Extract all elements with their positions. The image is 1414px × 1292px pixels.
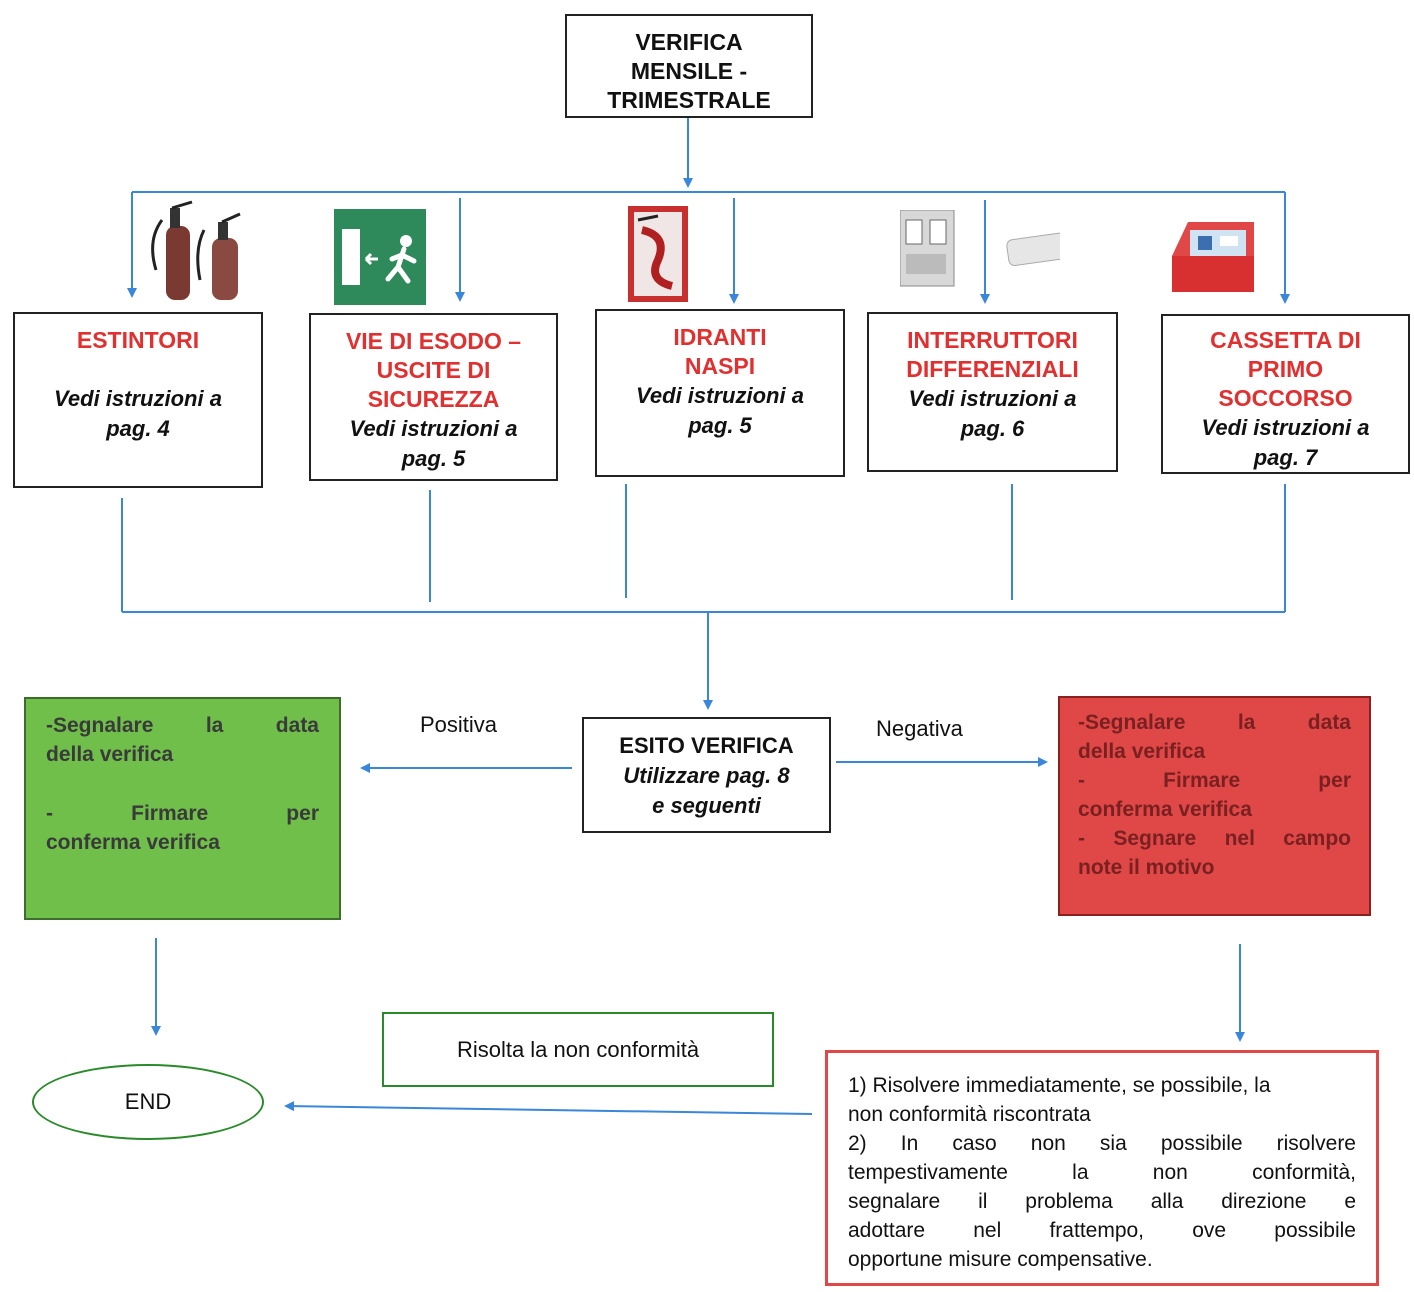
green-line-3: - Firmare per: [46, 802, 319, 825]
red-line-1: -Segnalare la data: [1078, 711, 1351, 734]
esito-verifica-box: ESITO VERIFICA Utilizzare pag. 8 e segue…: [582, 717, 831, 833]
esito-line-3: e seguenti: [652, 793, 761, 818]
label-negative: Negativa: [876, 716, 963, 741]
end-label: END: [124, 1089, 172, 1114]
card-cassetta-title-3: SOCCORSO: [1218, 385, 1353, 411]
action-line-7: opportune misure compensative.: [848, 1248, 1153, 1271]
card-idranti-note-2: pag. 5: [688, 413, 752, 438]
action-line-3: 2) In caso non sia possibile risolvere: [848, 1132, 1356, 1155]
fire-hydrant-box-icon: [628, 206, 688, 302]
fire-extinguisher-icon: [142, 200, 252, 306]
card-vie-esodo-title-2: USCITE DI: [376, 357, 491, 383]
green-line-4: conferma verifica: [46, 831, 220, 854]
card-vie-esodo-note-2: pag. 5: [401, 446, 466, 471]
card-cassetta-note-2: pag. 7: [1253, 445, 1318, 470]
negative-action-box: -Segnalare la data della verifica - Firm…: [1058, 696, 1371, 916]
card-idranti-note-1: Vedi istruzioni a: [636, 383, 804, 408]
esito-title: ESITO VERIFICA: [619, 733, 794, 758]
label-positive: Positiva: [420, 712, 498, 737]
end-node: END: [32, 1064, 264, 1140]
action-line-2: non conformità riscontrata: [848, 1103, 1091, 1126]
card-idranti-title-2: NASPI: [684, 353, 756, 379]
verifica-mensile-box: VERIFICA MENSILE - TRIMESTRALE: [565, 14, 813, 118]
top-line-2: MENSILE -: [630, 58, 748, 84]
action-line-5: segnalare il problema alla direzione e: [848, 1190, 1356, 1213]
card-vie-esodo-title-1: VIE DI ESODO –: [345, 328, 522, 354]
card-estintori-note-2: pag. 4: [106, 416, 170, 441]
top-line-1: VERIFICA: [635, 29, 743, 55]
card-estintori: ESTINTORI Vedi istruzioni a pag. 4: [13, 312, 263, 488]
red-line-2: della verifica: [1078, 740, 1206, 763]
card-cassetta: CASSETTA DI PRIMO SOCCORSO Vedi istruzio…: [1161, 314, 1410, 474]
positive-action-box: -Segnalare la data della verifica - Firm…: [24, 697, 341, 920]
resolved-label: Risolta la non conformità: [456, 1037, 700, 1062]
card-interruttori: INTERRUTTORI DIFFERENZIALI Vedi istruzio…: [867, 312, 1118, 472]
card-interruttori-note-2: pag. 6: [960, 416, 1025, 441]
green-line-2: della verifica: [46, 743, 174, 766]
red-line-5: - Segnare nel campo: [1078, 827, 1351, 850]
non-conformity-action-box: 1) Risolvere immediatamente, se possibil…: [825, 1050, 1379, 1286]
card-interruttori-title-1: INTERRUTTORI: [907, 327, 1078, 353]
red-line-3: - Firmare per: [1078, 769, 1351, 792]
emergency-exit-sign-icon: [334, 209, 426, 305]
arrow-action-to-end: [284, 1101, 813, 1115]
card-vie-esodo-note-1: Vedi istruzioni a: [349, 416, 518, 441]
card-estintori-title: ESTINTORI: [76, 327, 200, 353]
card-interruttori-title-2: DIFFERENZIALI: [906, 356, 1079, 382]
esito-line-2: Utilizzare pag. 8: [623, 763, 790, 788]
circuit-breaker-icon: [899, 209, 1109, 290]
first-aid-kit-icon: [1168, 216, 1258, 294]
red-line-4: conferma verifica: [1078, 798, 1252, 821]
green-line-1: -Segnalare la data: [46, 714, 319, 737]
card-idranti-title-1: IDRANTI: [673, 324, 767, 350]
card-idranti: IDRANTI NASPI Vedi istruzioni a pag. 5: [595, 309, 845, 477]
action-line-1: 1) Risolvere immediatamente, se possibil…: [848, 1074, 1271, 1097]
card-cassetta-note-1: Vedi istruzioni a: [1201, 415, 1370, 440]
card-vie-esodo-title-3: SICUREZZA: [367, 386, 500, 412]
card-cassetta-title-1: CASSETTA DI: [1210, 327, 1361, 353]
action-line-6: adottare nel frattempo, ove possibile: [848, 1219, 1356, 1242]
resolved-box: Risolta la non conformità: [382, 1012, 774, 1087]
card-estintori-note-1: Vedi istruzioni a: [54, 386, 222, 411]
red-line-6: note il motivo: [1078, 856, 1215, 879]
card-cassetta-title-2: PRIMO: [1247, 356, 1324, 382]
top-line-3: TRIMESTRALE: [607, 87, 771, 113]
card-interruttori-note-1: Vedi istruzioni a: [908, 386, 1077, 411]
card-vie-esodo: VIE DI ESODO – USCITE DI SICUREZZA Vedi …: [309, 313, 558, 481]
action-line-4: tempestivamente la non conformità,: [848, 1161, 1356, 1184]
